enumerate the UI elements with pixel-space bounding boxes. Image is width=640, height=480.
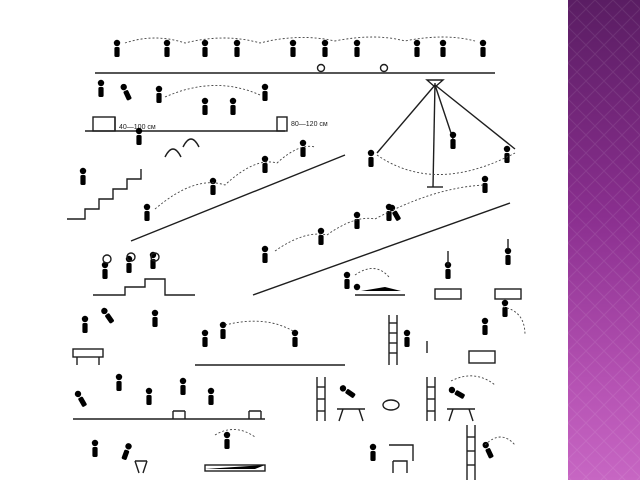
bench-scale-exercise-b	[426, 375, 496, 422]
incline-bounding-sequence	[130, 139, 346, 242]
squat-jump-sequence	[434, 239, 522, 300]
box-height-label-a: 40—100 см	[119, 124, 156, 131]
running-sequence	[95, 36, 495, 74]
decorative-side-panel	[568, 0, 640, 480]
swing-pole-apparatus	[362, 79, 516, 188]
jumping-exercises-illustration: 40—100 см 80—120 см	[67, 36, 526, 480]
wall-scale-jump	[388, 315, 428, 365]
diamond-pattern	[568, 0, 640, 480]
long-incline-leap-sequence	[252, 175, 511, 296]
hurdle-run-sequence	[195, 320, 345, 366]
box-arm-swing-jump	[468, 299, 526, 364]
bench-scale-exercise	[316, 376, 400, 422]
box-jump-sequence: 40—100 см 80—120 см	[85, 79, 328, 132]
landing-sequence	[342, 268, 405, 303]
step-down-sequence	[93, 251, 195, 296]
box-height-label-b: 80—120 см	[291, 121, 328, 128]
hurdle-leap-sequence	[69, 373, 265, 420]
box-hurdle-sequence	[72, 301, 162, 365]
bottom-row-sequence	[86, 425, 516, 480]
stair-jump-sequence	[67, 127, 200, 220]
